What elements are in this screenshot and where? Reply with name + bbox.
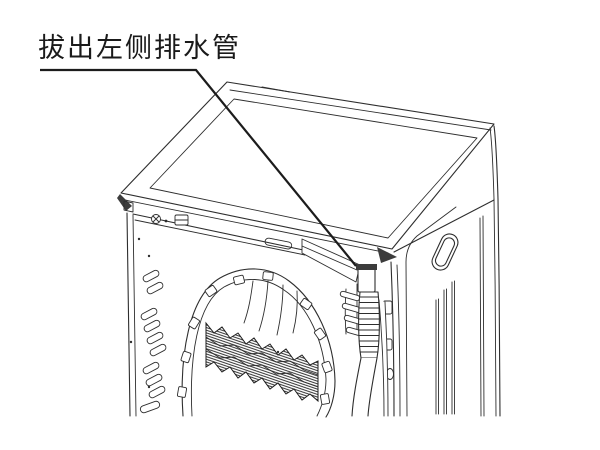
side-panel [393,125,501,417]
handle-cutout [431,233,459,271]
side-panel-top-edge [393,199,495,253]
hinge-brace [301,238,361,283]
lid-corner-wedge-left [117,194,132,211]
lid-corner-wedge-right [377,247,397,263]
side-panel-seam [405,206,457,417]
drain-hose [351,264,380,417]
leader-line [40,68,357,267]
lid [117,81,495,263]
hose-assembly [301,238,389,417]
hose-fitting-cap [356,264,377,270]
callout-label: 拔出左侧排水管 [38,33,241,63]
corrugated-belt [205,321,319,403]
screw [151,214,161,224]
left-vent-slots [139,269,167,414]
drum-opening [176,268,336,418]
lid-hinge-notch [261,86,291,93]
hose-ribs [358,296,380,353]
side-panel-ridges [435,280,455,415]
hinge-slot [264,237,293,250]
lid-inner-panel [149,98,478,239]
wires [243,280,298,336]
arch-clips [176,271,333,405]
corrugated-section [358,291,380,359]
